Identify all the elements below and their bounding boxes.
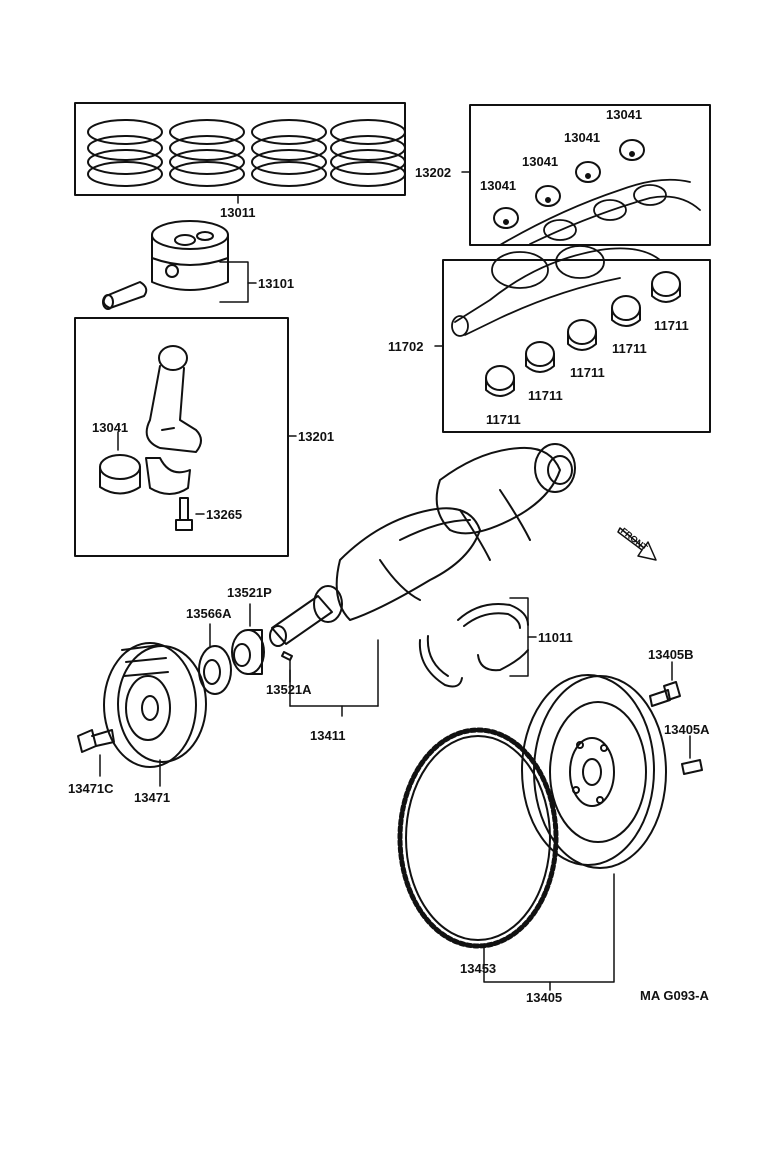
- bearing-shell-c[interactable]: [575, 161, 601, 183]
- bearing-shell-a[interactable]: [493, 207, 519, 229]
- piston-pin[interactable]: [102, 281, 148, 310]
- label-piston-rings: 13011: [220, 205, 255, 220]
- crankshaft-main-sketch: [451, 245, 661, 337]
- label-main-bearing-set: 11702: [388, 339, 423, 354]
- flywheel[interactable]: [521, 674, 667, 869]
- bearing-shell-b[interactable]: [535, 185, 561, 207]
- label-oil-slinger: 13566A: [186, 606, 232, 621]
- pulley-bolt[interactable]: [77, 729, 115, 753]
- connecting-rod[interactable]: [145, 345, 202, 453]
- label-upper-bearing-a: 13041: [480, 178, 516, 193]
- label-upper-bearing-b: 13041: [522, 154, 558, 169]
- conrod-bolt[interactable]: [175, 497, 193, 531]
- main-bearing-e[interactable]: [651, 271, 681, 303]
- piston-rings-box: [74, 102, 406, 196]
- label-upper-bearing-d: 13041: [606, 107, 642, 122]
- label-piston: 13101: [258, 276, 294, 291]
- ring-gear[interactable]: [397, 727, 559, 949]
- crank-pulley[interactable]: [103, 642, 207, 768]
- label-main-bearing-a: 11711: [486, 412, 521, 427]
- bearing-shell-d[interactable]: [619, 139, 645, 161]
- conrod-box: [74, 317, 289, 557]
- label-pulley: 13471: [134, 790, 170, 805]
- label-flywheel-bolt: 13405B: [648, 647, 694, 662]
- label-main-bearing-e: 11711: [654, 318, 689, 333]
- label-pulley-bolt: 13471C: [68, 781, 114, 796]
- piston-ring-set-1[interactable]: [87, 119, 163, 187]
- piston-ring-set-4[interactable]: [330, 119, 406, 187]
- main-bearing-box: [442, 259, 711, 433]
- bearing-set-box: [469, 104, 711, 246]
- label-conrod-bolt: 13265: [206, 507, 242, 522]
- label-crank-key: 13521A: [266, 682, 312, 697]
- front-arrow-label: FRONT: [619, 526, 650, 553]
- crankshaft-upper-sketch: [499, 178, 701, 246]
- label-main-bearing-d: 11711: [612, 341, 647, 356]
- label-flywheel: 13405: [526, 990, 562, 1005]
- label-crankshaft: 13411: [310, 728, 345, 743]
- label-crank-bearing-set: 13202: [415, 165, 451, 180]
- label-thrust-washer: 11011: [538, 630, 573, 645]
- piston-ring-set-3[interactable]: [251, 119, 327, 187]
- thrust-washer-lower[interactable]: [418, 635, 529, 688]
- piston-ring-set-2[interactable]: [169, 119, 245, 187]
- label-flywheel-pin: 13405A: [664, 722, 710, 737]
- main-bearing-a[interactable]: [485, 365, 515, 397]
- label-ring-gear: 13453: [460, 961, 496, 976]
- label-main-bearing-b: 11711: [528, 388, 563, 403]
- label-conrod-bearing: 13041: [92, 420, 128, 435]
- thrust-washer-upper[interactable]: [457, 603, 529, 629]
- drawing-code: MA G093-A: [640, 988, 709, 1003]
- oil-slinger[interactable]: [198, 645, 232, 695]
- label-upper-bearing-c: 13041: [564, 130, 600, 145]
- front-arrow-icon: [617, 527, 657, 561]
- label-timing-gear: 13521P: [227, 585, 272, 600]
- label-main-bearing-c: 11711: [570, 365, 605, 380]
- piston[interactable]: [151, 220, 229, 291]
- conrod-cap[interactable]: [145, 457, 191, 495]
- label-conrod-assy: 13201: [298, 429, 334, 444]
- crank-key[interactable]: [281, 651, 293, 661]
- conrod-bearing-upper[interactable]: [99, 454, 141, 495]
- main-bearing-c[interactable]: [567, 319, 597, 351]
- main-bearing-b[interactable]: [525, 341, 555, 373]
- main-bearing-d[interactable]: [611, 295, 641, 327]
- timing-gear[interactable]: [231, 629, 265, 675]
- flywheel-bolt[interactable]: [649, 681, 681, 707]
- crankshaft[interactable]: [269, 443, 576, 647]
- flywheel-pin[interactable]: [681, 759, 703, 775]
